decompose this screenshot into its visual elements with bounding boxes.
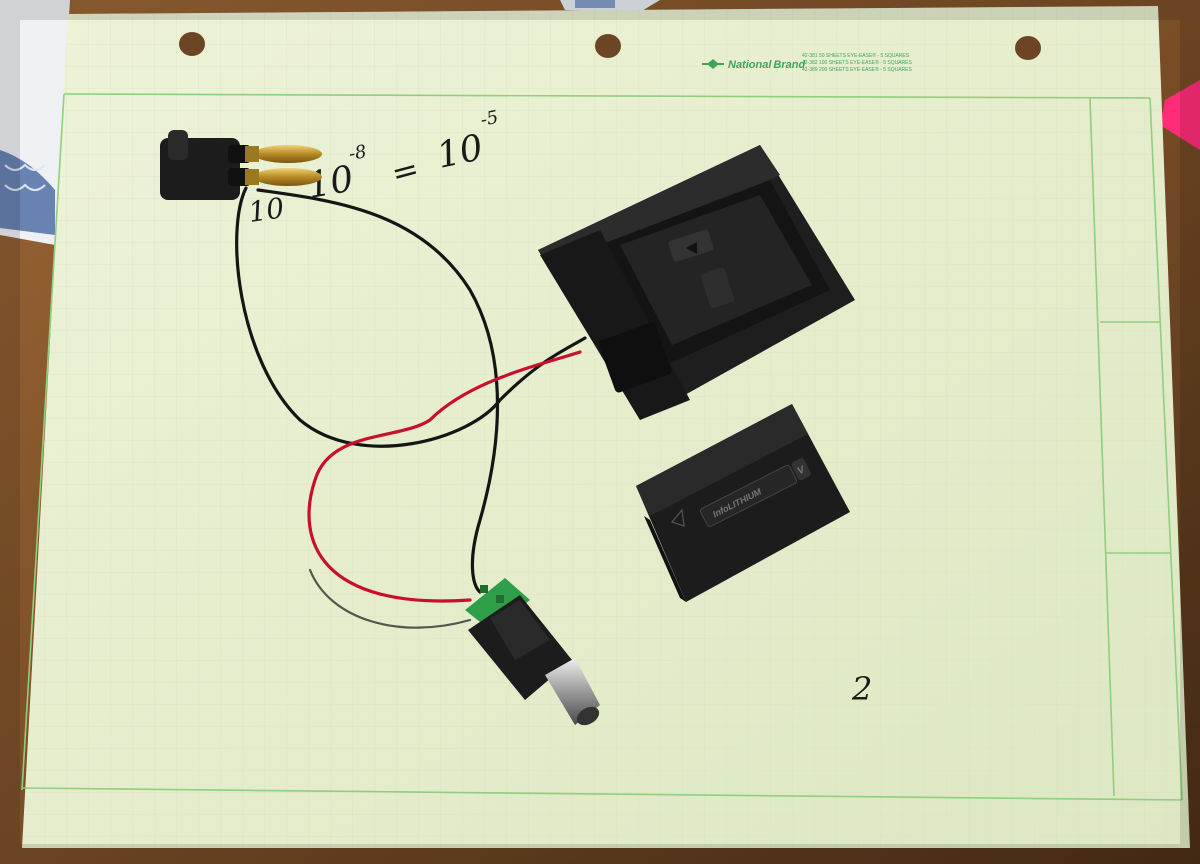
- product-line-2: 42-382 100 SHEETS EYE-EASE® - 5 SQUARES: [802, 59, 913, 66]
- handwritten-exponent-right: -5: [479, 107, 501, 131]
- black-wire-lower: [308, 568, 472, 629]
- brand-suffix: Brand: [773, 59, 805, 71]
- dc-barrel-jack: [465, 578, 600, 726]
- banana-plug-connector: [160, 130, 322, 200]
- black-wire: [235, 186, 587, 448]
- punch-hole: [595, 34, 621, 58]
- national-brand-icon: [702, 59, 724, 69]
- brand-name: National: [728, 59, 772, 71]
- graph-paper-sheet: [21, 6, 1190, 848]
- handwritten-exponent-mid: -8: [347, 141, 368, 165]
- handwritten-note-left: 10: [246, 191, 286, 229]
- patterned-paper-corner: [0, 0, 660, 245]
- handwritten-note-right: 10: [433, 127, 486, 177]
- handwritten-page-mark: 2: [851, 670, 872, 708]
- punch-hole: [179, 32, 205, 56]
- punch-hole: [1015, 36, 1041, 60]
- sticky-note: [1160, 80, 1200, 150]
- battery-pack: InfoLITHIUM V: [636, 404, 850, 602]
- red-wire: [307, 350, 582, 603]
- warning-triangle-icon: [670, 508, 685, 527]
- black-wire-2: [256, 188, 500, 594]
- wires: [235, 186, 587, 629]
- product-line-1: 42-381 50 SHEETS EYE-EASE® - 5 SQUARES: [802, 52, 910, 59]
- battery-plate-adapter: [538, 145, 855, 420]
- product-line-3: 42-389 200 SHEETS EYE-EASE® - 5 SQUARES: [802, 66, 913, 73]
